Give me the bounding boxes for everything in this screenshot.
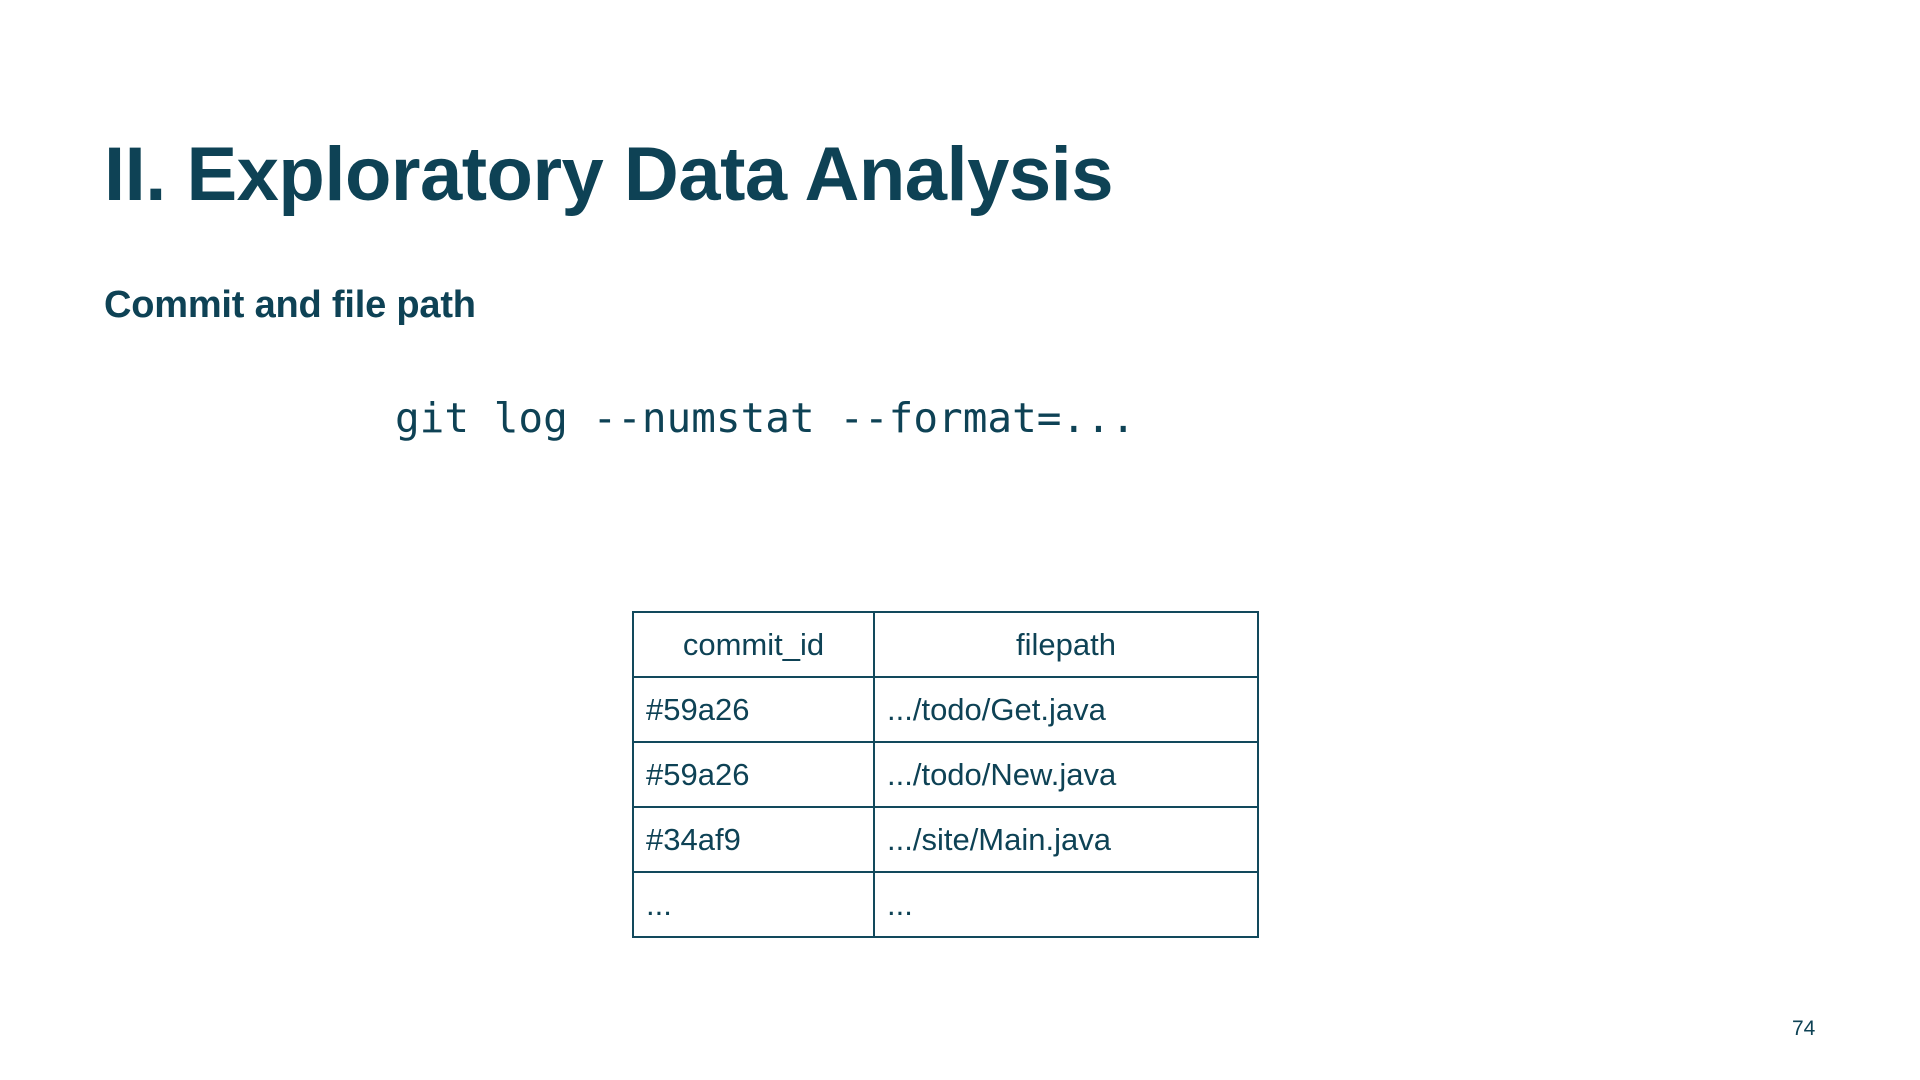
table-row: #59a26 .../todo/Get.java [632, 676, 1259, 743]
page-number: 74 [1792, 1017, 1816, 1040]
cell-filepath: .../todo/Get.java [873, 676, 1259, 743]
section-subtitle: Commit and file path [104, 283, 476, 326]
table-row: #59a26 .../todo/New.java [632, 741, 1259, 808]
table-header-row: commit_id filepath [632, 611, 1259, 678]
git-command-code: git log --numstat --format=... [395, 394, 1136, 442]
cell-filepath: .../site/Main.java [873, 806, 1259, 873]
cell-filepath: .../todo/New.java [873, 741, 1259, 808]
cell-commit-id: #59a26 [632, 676, 875, 743]
column-header-filepath: filepath [873, 611, 1259, 678]
cell-filepath: ... [873, 871, 1259, 938]
commit-filepath-table-container: commit_id filepath #59a26 .../todo/Get.j… [632, 611, 1259, 938]
cell-commit-id: #59a26 [632, 741, 875, 808]
column-header-commit-id: commit_id [632, 611, 875, 678]
table-body: #59a26 .../todo/Get.java #59a26 .../todo… [632, 676, 1259, 938]
commit-filepath-table: commit_id filepath #59a26 .../todo/Get.j… [632, 611, 1259, 938]
page-title: II. Exploratory Data Analysis [104, 131, 1114, 217]
table-header: commit_id filepath [632, 611, 1259, 678]
table-row: #34af9 .../site/Main.java [632, 806, 1259, 873]
table-row: ... ... [632, 871, 1259, 938]
cell-commit-id: #34af9 [632, 806, 875, 873]
cell-commit-id: ... [632, 871, 875, 938]
